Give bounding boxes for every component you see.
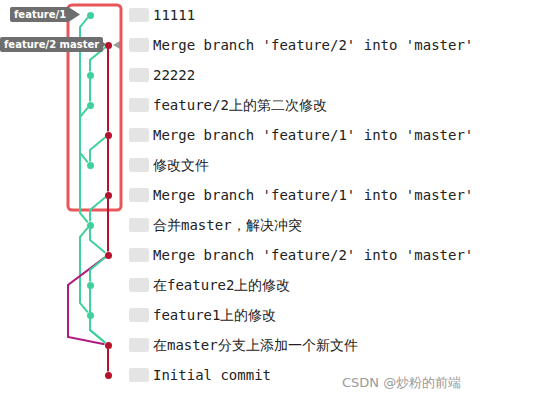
commit-dot: 修改文件 xyxy=(87,162,94,169)
branch-tag: feature/1 xyxy=(10,7,70,22)
commit-link xyxy=(90,319,105,343)
commit-link xyxy=(89,79,91,102)
commit-message: Initial commit xyxy=(153,366,271,384)
commit-dot: 合并master，解决冲突 xyxy=(87,222,94,229)
commit-message: Merge branch 'feature/1' into 'master' xyxy=(153,126,473,144)
commit-message: 22222 xyxy=(153,66,195,84)
commit-message: Merge branch 'feature/1' into 'master' xyxy=(153,186,473,204)
commit-dot: 在master分支上添加一个新文件 xyxy=(105,342,112,349)
commit-link xyxy=(107,349,109,372)
commit-link xyxy=(90,229,105,253)
branch-name: feature/1 xyxy=(14,9,66,20)
commit-dot: 22222 xyxy=(87,72,94,79)
head-pointer xyxy=(113,41,120,49)
commit-dot: 11111 xyxy=(87,12,94,19)
commit-link xyxy=(90,257,105,281)
commit-dot: Merge branch 'feature/2' into 'master' xyxy=(105,252,112,259)
commit-link xyxy=(90,137,105,161)
commit-message: 在feature2上的修改 xyxy=(153,276,290,294)
commit-message: feature1上的修改 xyxy=(153,306,276,324)
branch-name: feature/2 master xyxy=(4,39,99,50)
commit-dot: feature/2上的第二次修改 xyxy=(87,102,94,109)
commit-message: 修改文件 xyxy=(153,156,209,174)
tag-pointer xyxy=(70,8,80,21)
watermark: CSDN @炒粉的前端 xyxy=(342,374,461,392)
commit-link xyxy=(68,257,105,344)
commit-dot: 在feature2上的修改 xyxy=(87,282,94,289)
avatar-placeholders xyxy=(129,8,149,382)
branch-tag: feature/2 master xyxy=(0,37,103,52)
commit-message: Merge branch 'feature/2' into 'master' xyxy=(153,246,473,264)
commit-link xyxy=(107,139,109,192)
commit-link xyxy=(90,197,105,221)
commit-dot: Initial commit xyxy=(105,372,112,379)
commit-dot: Merge branch 'feature/1' into 'master' xyxy=(105,192,112,199)
commit-dot: Merge branch 'feature/1' into 'master' xyxy=(105,132,112,139)
commit-dot: Merge branch 'feature/2' into 'master' xyxy=(105,42,112,49)
commit-message: 在master分支上添加一个新文件 xyxy=(153,336,358,354)
commit-dot: feature1上的修改 xyxy=(87,312,94,319)
commit-link xyxy=(107,199,109,252)
commit-message: Merge branch 'feature/2' into 'master' xyxy=(153,36,473,54)
commit-link xyxy=(107,49,109,132)
highlight-frame xyxy=(68,5,121,210)
commit-message: feature/2上的第二次修改 xyxy=(153,96,327,114)
commit-message: 合并master，解决冲突 xyxy=(153,216,302,234)
commit-message: 11111 xyxy=(153,6,195,24)
